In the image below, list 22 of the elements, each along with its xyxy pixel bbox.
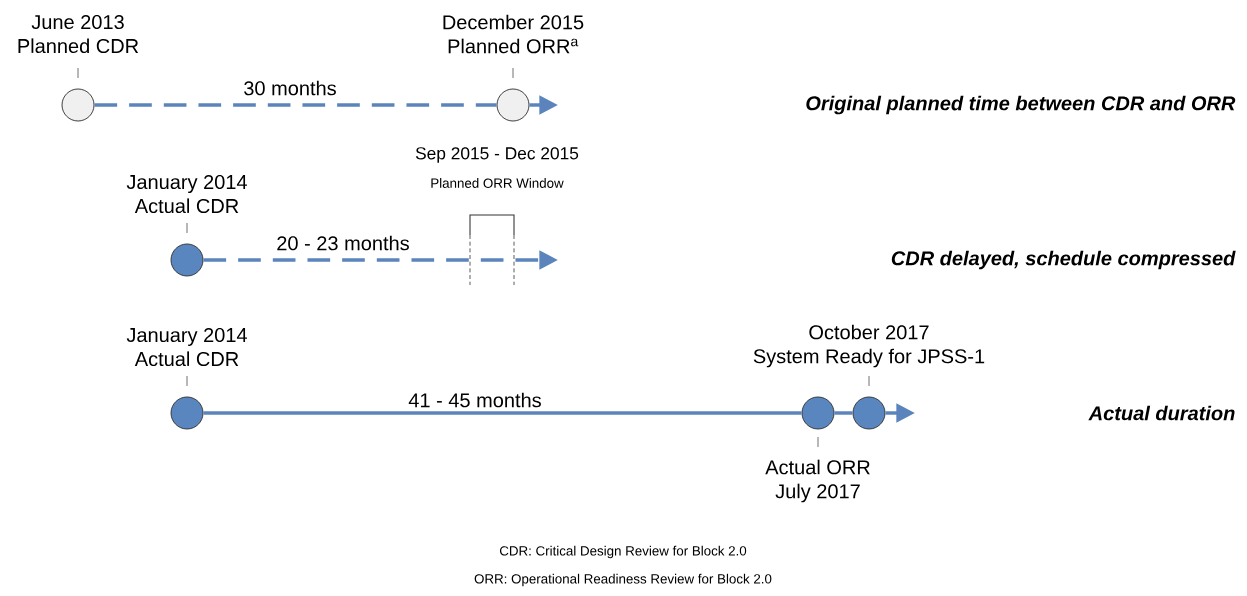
milestone-label: January 2014 Actual CDR	[126, 174, 247, 214]
milestone-circle	[852, 396, 886, 430]
row-description: CDR delayed, schedule compressed	[891, 250, 1236, 270]
row-description: Original planned time between CDR and ORR	[806, 95, 1236, 115]
edge-label: 30 months	[244, 80, 336, 96]
edge-label: 41 - 45 months	[408, 392, 541, 408]
milestone-label: Actual ORR July 2017	[765, 459, 870, 503]
milestone-circle	[170, 243, 204, 277]
milestone-circle	[170, 396, 204, 430]
milestone-label: June 2013 Planned CDR	[18, 14, 139, 54]
milestone-circle	[61, 88, 95, 122]
note-text: CDR: Critical Design Review for Block 2.0	[499, 545, 747, 559]
edge-label: 20 - 23 months	[277, 235, 409, 251]
milestone-circle	[496, 88, 530, 122]
milestone-label: October 2017 System Ready for JPSS-1	[753, 324, 985, 368]
milestone-circle	[801, 396, 835, 430]
window-label: Planned ORR Window	[431, 178, 564, 188]
note-text: ORR: Operational Readiness Review for Block 2.0	[474, 573, 772, 587]
milestone-label: January 2014 Actual CDR	[126, 327, 247, 367]
row-description: Actual duration	[1088, 405, 1235, 421]
milestone-label: December 2015 Planned ORR$^{a}$	[443, 14, 584, 54]
window-dates: Sep 2015 - Dec 2015	[415, 147, 579, 163]
